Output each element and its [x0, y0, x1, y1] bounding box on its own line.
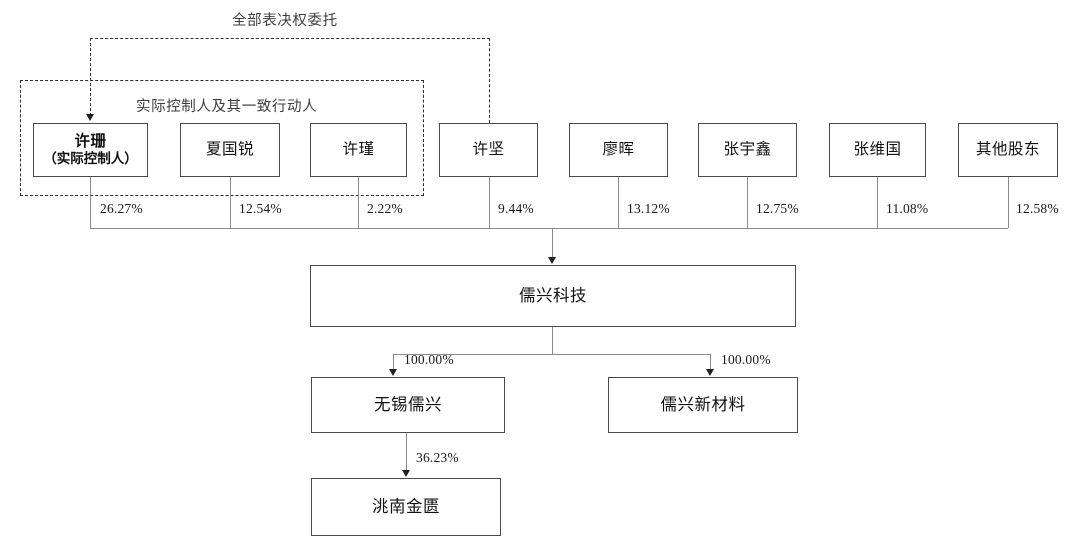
voting-rights-delegation-caption: 全部表决权委托	[232, 13, 338, 29]
branch-line-wuxi-ruxing	[393, 354, 394, 370]
ownership-percent-zhangyuxin: 12.75%	[756, 201, 799, 216]
subsidiary-percent-ruxing-newmaterial: 100.00%	[721, 352, 771, 367]
grandchild-box-taonan-jinkui[interactable]: 洮南金匮	[311, 478, 501, 536]
core-company-name: 儒兴科技	[519, 285, 587, 305]
ownership-line-zhangweiguo	[877, 177, 878, 228]
ownership-line-xushan	[90, 177, 91, 228]
ownership-line-xujin	[358, 177, 359, 228]
ownership-percent-other: 12.58%	[1016, 201, 1059, 216]
core-company-arrowhead	[547, 257, 556, 264]
delegation-arrowhead	[85, 114, 94, 121]
ownership-percent-xujin: 2.22%	[367, 201, 403, 216]
delegation-path-top-segment	[90, 38, 490, 39]
shareholder-name: 许瑾	[342, 141, 375, 159]
ownership-line-other	[1008, 177, 1009, 228]
shareholder-box-xushan[interactable]: 许珊 （实际控制人）	[33, 123, 148, 177]
shareholder-box-zhangyuxin[interactable]: 张宇鑫	[698, 123, 797, 177]
subsidiary-name: 无锡儒兴	[374, 394, 442, 414]
bus-to-core-company-line	[552, 228, 553, 258]
ownership-line-zhangyuxin	[747, 177, 748, 228]
shareholder-name: 其他股东	[975, 141, 1040, 159]
ownership-percent-liaohui: 13.12%	[627, 201, 670, 216]
grandchild-percent: 36.23%	[416, 450, 459, 465]
wuxi-ruxing-arrowhead	[388, 369, 397, 376]
shareholder-name: 夏国锐	[205, 141, 254, 159]
subsidiary-name: 儒兴新材料	[660, 394, 746, 414]
shareholder-name: 张宇鑫	[723, 141, 772, 159]
shareholder-box-zhangweiguo[interactable]: 张维国	[829, 123, 926, 177]
shareholder-box-other-shareholders[interactable]: 其他股东	[958, 123, 1058, 177]
grandchild-arrowhead	[401, 470, 410, 477]
shareholder-note: （实际控制人）	[43, 151, 138, 167]
grandchild-name: 洮南金匮	[372, 496, 440, 516]
subsidiary-box-wuxi-ruxing[interactable]: 无锡儒兴	[311, 377, 505, 433]
ownership-line-xiaguorui	[230, 177, 231, 228]
shareholder-name: 张维国	[853, 141, 902, 159]
ownership-line-xujian	[489, 177, 490, 228]
shareholder-name: 廖晖	[602, 141, 635, 159]
ownership-percent-xujian: 9.44%	[498, 201, 534, 216]
ownership-bus-line	[90, 228, 1008, 229]
shareholder-name: 许坚	[472, 141, 505, 159]
grandchild-connector-line	[406, 433, 407, 471]
branch-line-ruxing-newmaterial	[710, 354, 711, 370]
subsidiary-box-ruxing-newmaterial[interactable]: 儒兴新材料	[608, 377, 798, 433]
actual-controller-group-caption: 实际控制人及其一致行动人	[136, 99, 318, 115]
ownership-percent-xushan: 26.27%	[100, 201, 143, 216]
subsidiary-percent-wuxi-ruxing: 100.00%	[404, 352, 454, 367]
shareholder-box-liaohui[interactable]: 廖晖	[569, 123, 668, 177]
shareholder-name: 许珊	[74, 132, 107, 150]
shareholder-box-xujin[interactable]: 许瑾	[310, 123, 407, 177]
ruxing-newmaterial-arrowhead	[705, 369, 714, 376]
shareholder-box-xiaguorui[interactable]: 夏国锐	[180, 123, 280, 177]
core-company-stem-line	[552, 327, 553, 354]
shareholder-box-xujian[interactable]: 许坚	[439, 123, 538, 177]
delegation-path-left-segment	[90, 38, 91, 116]
ownership-percent-xiaguorui: 12.54%	[239, 201, 282, 216]
ownership-percent-zhangweiguo: 11.08%	[886, 201, 929, 216]
core-company-box[interactable]: 儒兴科技	[310, 265, 796, 327]
ownership-line-liaohui	[618, 177, 619, 228]
subsidiary-branch-bus	[393, 354, 710, 355]
delegation-path-right-segment	[489, 38, 490, 123]
